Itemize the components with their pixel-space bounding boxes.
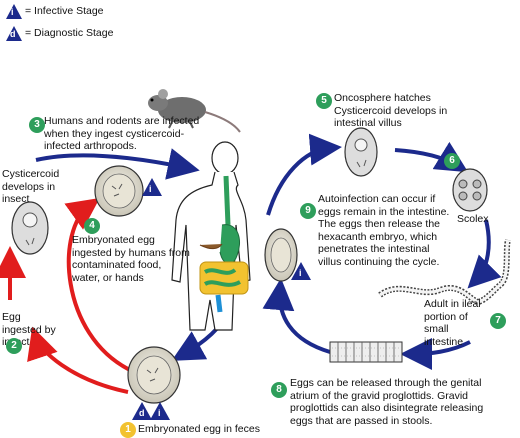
step-4-text: Embryonated egg ingested by humans from … <box>72 234 190 284</box>
cysticercoid-insect-icon <box>11 201 49 255</box>
marker-d-egg1: d <box>139 408 145 418</box>
step-1-badge: 1 <box>120 422 136 438</box>
arrow-egg-up <box>64 198 131 372</box>
step-3-badge: 3 <box>29 117 45 133</box>
infective-marker-egg1-icon <box>150 402 170 420</box>
step-4-badge: 4 <box>84 218 100 234</box>
step-5-text: Oncosphere hatches Cysticercoid develops… <box>334 92 448 129</box>
legend-infective-symbol: i <box>11 7 14 17</box>
marker-i-egg4: i <box>149 184 152 194</box>
egg-autoinfection-icon <box>264 228 298 282</box>
step-9-badge: 9 <box>300 203 316 219</box>
diagnostic-stage-icon <box>6 26 22 41</box>
arrow-to-human <box>35 148 200 180</box>
step-6-text: Scolex <box>457 213 489 225</box>
infective-stage-icon <box>6 4 22 19</box>
diagnostic-marker-egg1-icon <box>132 402 152 420</box>
cysticercoid-insect-label: Cysticercoid develops in insect <box>2 168 60 205</box>
marker-i-egg9: i <box>299 268 302 278</box>
cysticercoid-villus-icon <box>344 127 378 177</box>
legend-diagnostic-label: = Diagnostic Stage <box>25 27 114 39</box>
arrow-autoinfection-to-oncosphere <box>266 133 342 216</box>
step-8-badge: 8 <box>271 382 287 398</box>
infective-marker-egg9-icon <box>291 262 311 280</box>
step-7-badge: 7 <box>490 313 506 329</box>
infective-marker-egg4-icon <box>142 178 162 196</box>
arrow-scolex-to-adult <box>467 219 502 289</box>
arrow-egg-to-insect <box>27 326 129 394</box>
digestive-tract-icon <box>199 175 249 313</box>
legend-infective-label: = Infective Stage <box>25 5 104 17</box>
marker-i-egg1: i <box>158 408 161 418</box>
step-1-text: Embryonated egg in feces <box>138 423 260 435</box>
gravid-proglottids-icon <box>329 341 403 363</box>
step-7-text: Adult in ileal portion of small intestin… <box>424 298 481 348</box>
step-9-text: Autoinfection can occur if eggs remain i… <box>318 193 450 268</box>
scolex-icon <box>452 168 488 212</box>
arrow-proglottids-to-autoinfection <box>262 278 331 354</box>
legend-diagnostic-symbol: d <box>10 29 16 39</box>
step-2-badge: 2 <box>6 338 22 354</box>
egg-in-feces-icon <box>127 346 181 404</box>
step-5-badge: 5 <box>316 93 332 109</box>
step-8-text: Eggs can be released through the genital… <box>290 377 484 427</box>
rat-icon <box>148 89 241 133</box>
arrow-adult-to-proglottids <box>400 337 471 370</box>
step-6-badge: 6 <box>444 153 460 169</box>
step-3-text: Humans and rodents are infected when the… <box>44 115 200 152</box>
egg-ingested-by-humans-icon <box>94 165 144 217</box>
